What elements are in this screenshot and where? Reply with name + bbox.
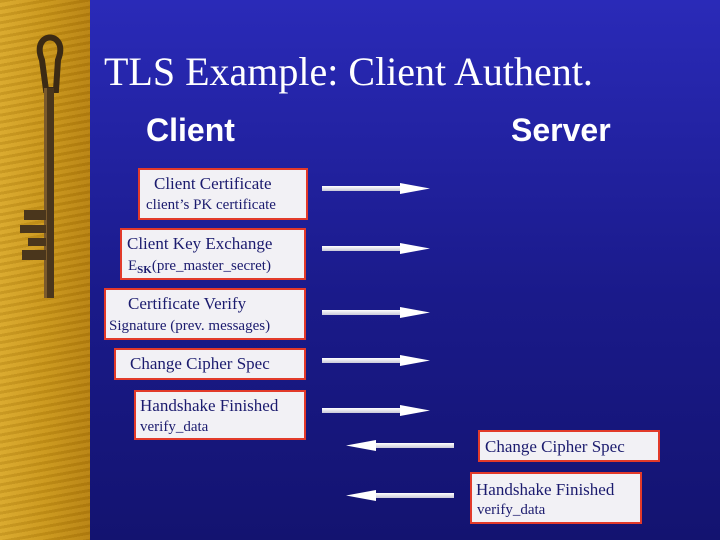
- arrow-handshake-finished-server: [346, 490, 454, 501]
- arrow-change-cipher-spec-client: [322, 355, 430, 366]
- arrow-change-cipher-spec-server: [346, 440, 454, 451]
- message-detail: Signature (prev. messages): [109, 318, 271, 334]
- arrow-handshake-finished-client: [322, 405, 430, 416]
- message-label: Handshake Finished: [140, 396, 279, 415]
- arrow-client-certificate: [322, 183, 430, 194]
- handshake-finished-client-box: Handshake Finished verify_data: [134, 390, 306, 440]
- server-column-header: Server: [511, 112, 611, 148]
- client-certificate-box: Client Certificate client’s PK certifica…: [138, 168, 308, 220]
- message-label: Change Cipher Spec: [130, 354, 270, 373]
- message-detail: verify_data: [140, 419, 209, 435]
- message-detail: verify_data: [477, 502, 546, 518]
- message-label: Change Cipher Spec: [485, 437, 625, 456]
- client-column-header: Client: [146, 112, 235, 148]
- certificate-verify-box: Certificate Verify Signature (prev. mess…: [104, 288, 306, 340]
- message-label: Client Certificate: [154, 174, 272, 193]
- message-label: Client Key Exchange: [127, 234, 273, 253]
- message-label: Certificate Verify: [128, 294, 247, 313]
- detail-subscript: SK: [137, 264, 152, 276]
- arrow-certificate-verify: [322, 307, 430, 318]
- detail-prefix: E: [128, 258, 138, 274]
- change-cipher-spec-server-box: Change Cipher Spec: [478, 430, 660, 462]
- detail-suffix: (pre_master_secret): [151, 258, 271, 274]
- arrow-client-key-exchange: [322, 243, 430, 254]
- message-detail: client’s PK certificate: [146, 197, 276, 213]
- key-icon: [20, 34, 64, 298]
- message-label: Handshake Finished: [476, 480, 615, 499]
- client-key-exchange-box: Client Key Exchange ESK(pre_master_secre…: [120, 228, 306, 280]
- handshake-finished-server-box: Handshake Finished verify_data: [470, 472, 642, 524]
- message-detail: ESK(pre_master_secret): [128, 258, 271, 276]
- slide-title: TLS Example: Client Authent.: [104, 49, 593, 94]
- change-cipher-spec-client-box: Change Cipher Spec: [114, 348, 306, 380]
